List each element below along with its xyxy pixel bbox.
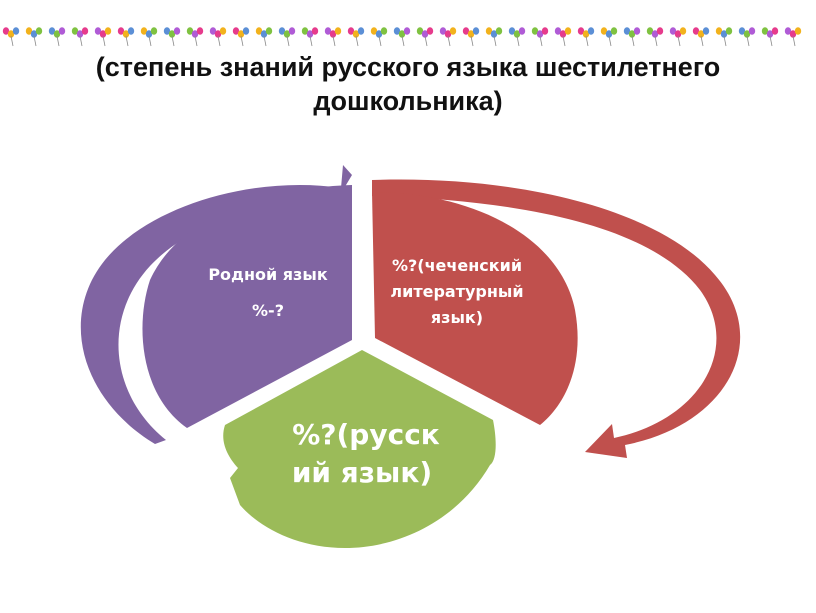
balloon-icon [186,27,204,47]
balloon-icon [370,27,388,47]
chechen-label-line-2: литературный [390,282,523,301]
balloon-icon [761,27,779,47]
native-label-line-1: Родной язык [208,265,328,284]
balloon-icon [48,27,66,47]
balloon-icon [646,27,664,47]
balloon-icon [508,27,526,47]
balloon-icon [692,27,710,47]
balloon-icon [462,27,480,47]
balloon-icon [393,27,411,47]
balloon-icon [209,27,227,47]
balloon-icon [416,27,434,47]
balloon-icon [485,27,503,47]
balloon-icon [600,27,618,47]
balloon-icon [738,27,756,47]
title-line-1: (степень знаний русского языка шестилетн… [95,52,721,82]
russian-language-segment [223,350,496,548]
balloon-icon [531,27,549,47]
title-line-2: дошкольника) [313,86,503,116]
balloon-icon [71,27,89,47]
balloon-icon [577,27,595,47]
balloon-icon [255,27,273,47]
native-label-line-2: %-? [252,301,284,320]
russian-label-line-1: %?(русск [292,418,440,451]
balloon-icon [94,27,112,47]
balloon-icon [324,27,342,47]
balloon-icon [439,27,457,47]
russian-label-line-2: ий язык) [292,456,432,489]
balloon-icon [140,27,158,47]
chechen-label-line-1: %?(чеченский [392,256,522,275]
balloon-icon [25,27,43,47]
balloon-icon [347,27,365,47]
balloon-icon [301,27,319,47]
balloon-border-strip [2,27,802,47]
balloon-icon [117,27,135,47]
chechen-label-line-3: язык) [431,308,483,327]
purple-cycle-arrow [80,165,352,444]
balloon-icon [278,27,296,47]
balloon-icon [2,27,20,47]
balloon-icon [623,27,641,47]
chechen-language-segment [372,192,578,425]
page-title: (степень знаний русского языка шестилетн… [0,50,816,118]
balloon-icon [554,27,572,47]
balloon-icon [232,27,250,47]
balloon-icon [715,27,733,47]
native-language-segment [142,185,352,428]
balloon-icon [163,27,181,47]
balloon-icon [784,27,802,47]
balloon-icon [669,27,687,47]
